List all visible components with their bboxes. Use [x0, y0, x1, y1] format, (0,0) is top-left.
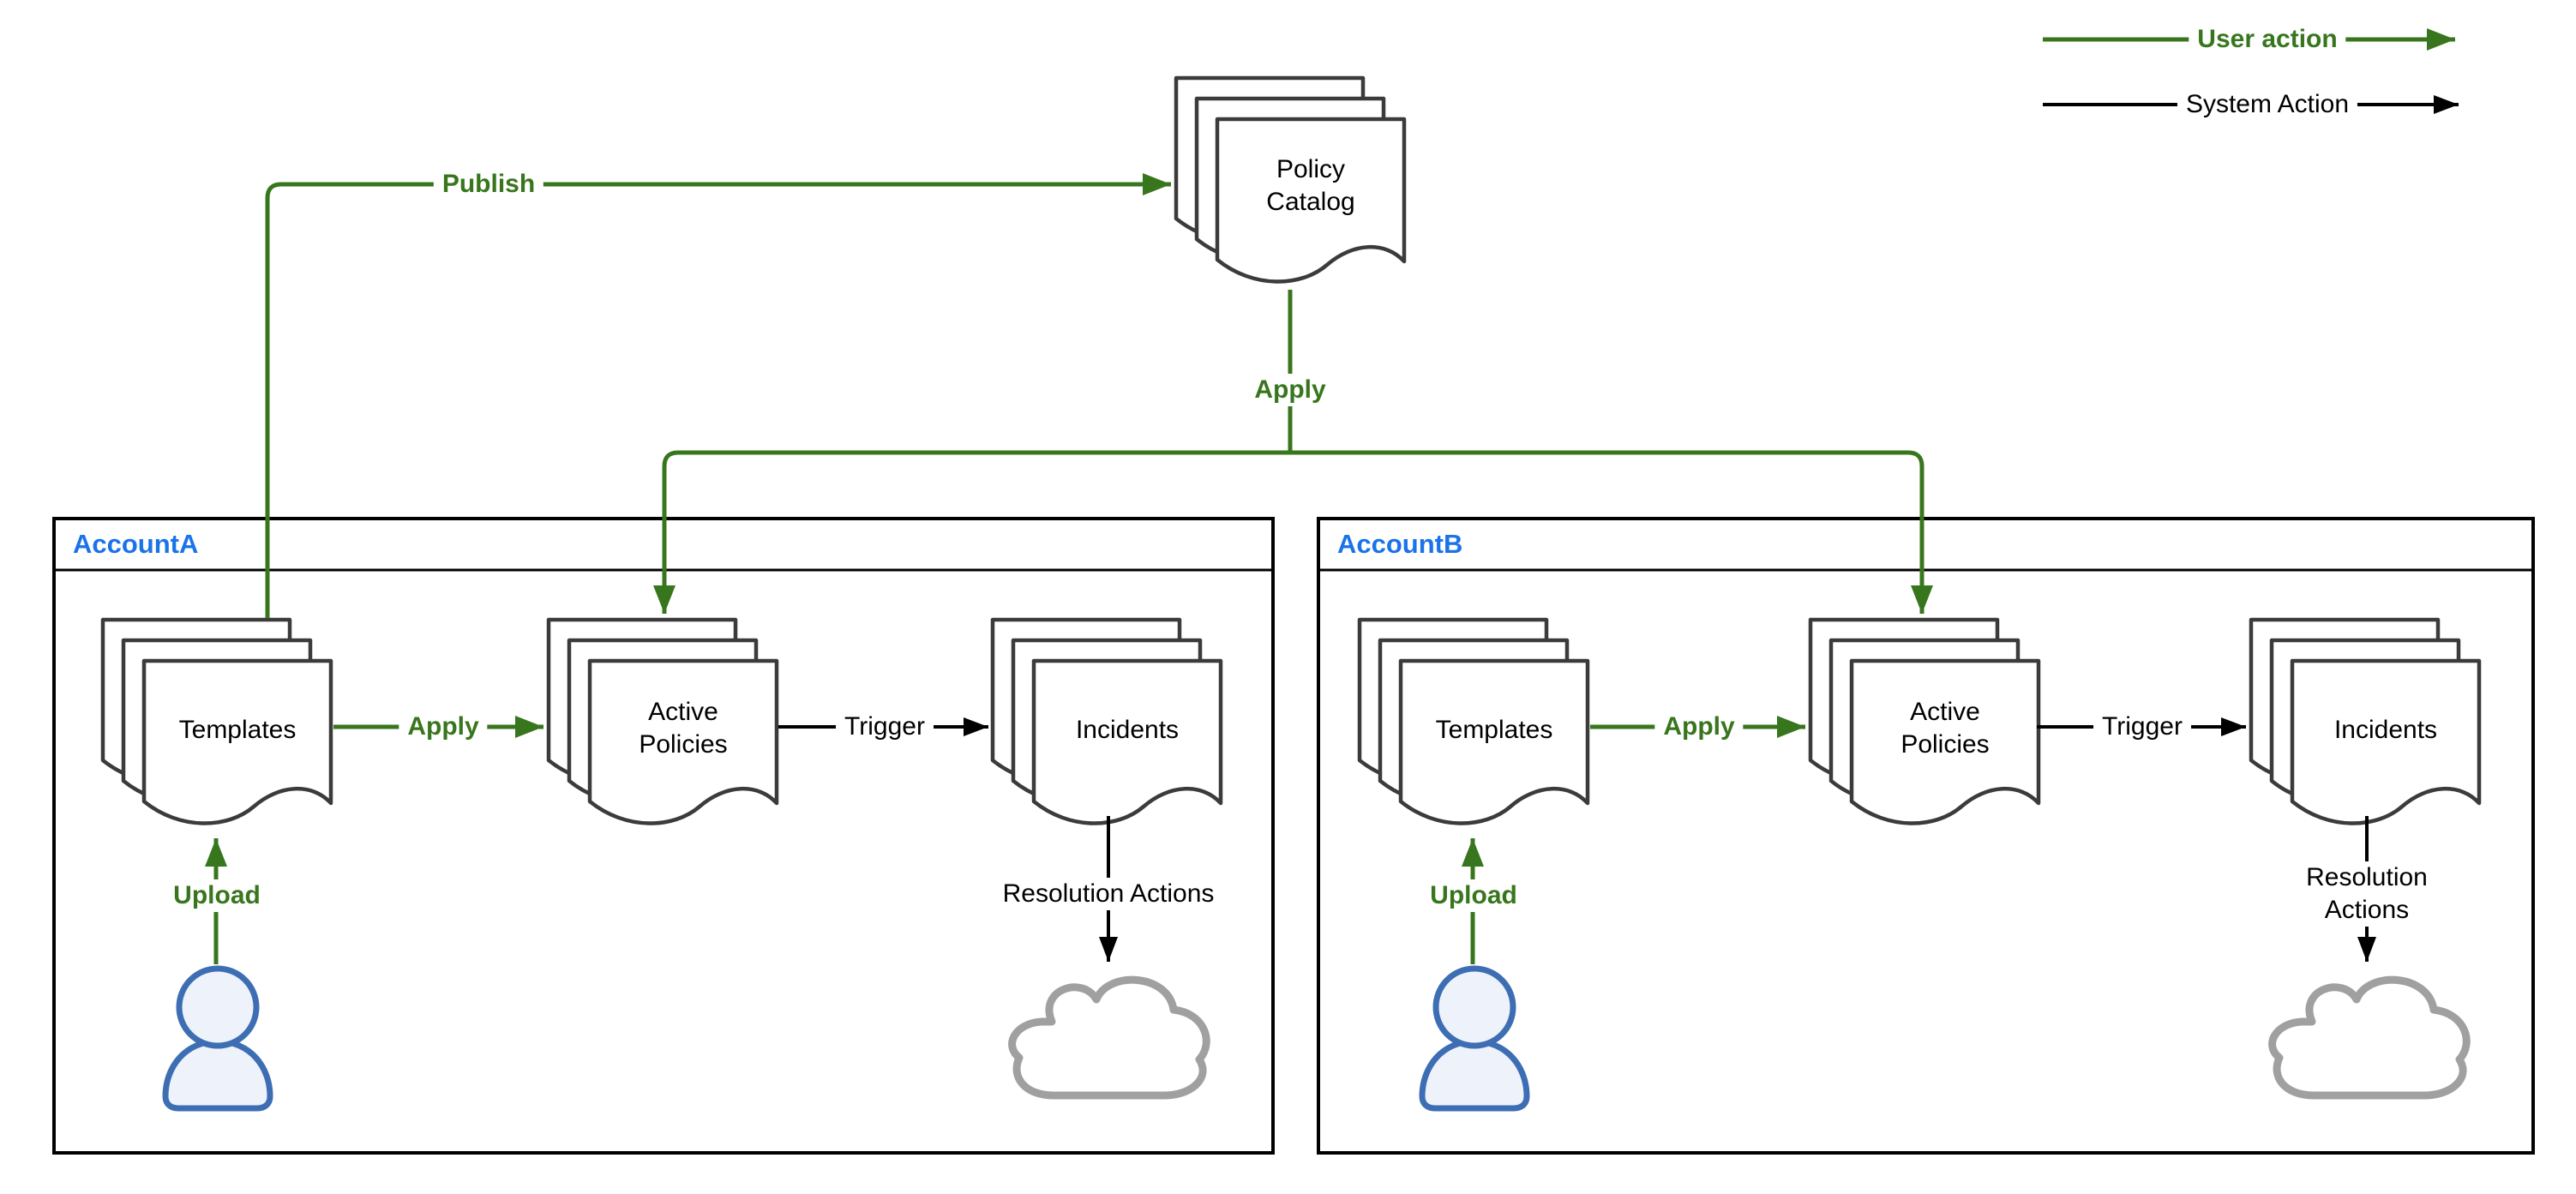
account-b-cloud-icon [2273, 980, 2467, 1095]
account-a-active-policies-label: Active Policies [639, 698, 728, 759]
account-b-resolution-label: Resolution Actions [2262, 861, 2471, 927]
account-b-trigger-label: Trigger [2093, 711, 2191, 743]
publish-arrow [265, 173, 1171, 618]
publish-edge-label: Publish [433, 168, 544, 201]
account-b-box [1317, 517, 2535, 1155]
account-a-title: AccountA [73, 529, 199, 559]
apply-branch-right-arrow [1290, 450, 1933, 614]
account-a-trigger-label: Trigger [836, 711, 934, 743]
account-a-apply-label: Apply [399, 711, 488, 743]
account-a-upload-label: Upload [165, 879, 269, 912]
account-b-title: AccountB [1337, 529, 1463, 559]
account-b-templates-label: Templates [1435, 716, 1553, 744]
account-a-incidents-label: Incidents [1075, 716, 1180, 744]
account-b-apply-label: Apply [1654, 711, 1744, 743]
account-b-user-icon [1422, 969, 1527, 1108]
legend-user-action-label: User action [2189, 23, 2346, 56]
account-a-templates-label: Templates [178, 716, 297, 744]
account-a-user-icon [165, 969, 270, 1108]
policy-catalog-label: Policy Catalog [1266, 155, 1355, 216]
account-b-incidents-label: Incidents [2333, 716, 2438, 744]
legend-system-action-label: System Action [2177, 88, 2358, 121]
apply-edge-label: Apply [1246, 374, 1335, 406]
apply-branch-left-arrow [653, 450, 1290, 614]
account-a-resolution-label: Resolution Actions [994, 878, 1223, 910]
account-a-cloud-icon [1012, 980, 1207, 1095]
account-b-active-policies-label: Active Policies [1900, 698, 1990, 759]
account-b-upload-label: Upload [1421, 879, 1526, 912]
